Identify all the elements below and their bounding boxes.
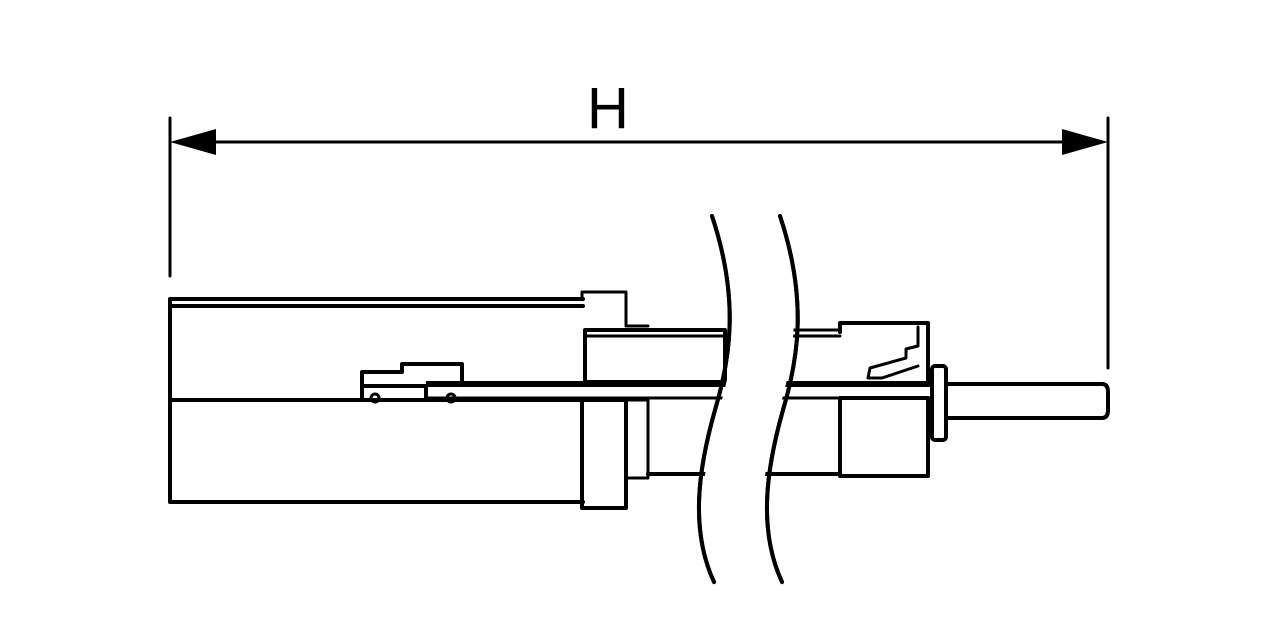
arrowhead-left-icon [170, 129, 216, 155]
break-lines [696, 214, 800, 584]
flange [580, 398, 842, 510]
arrowhead-right-icon [1062, 129, 1108, 155]
dimension-label: H [587, 76, 629, 141]
end-cap [838, 321, 1110, 478]
dimension-h: H [168, 76, 1110, 370]
